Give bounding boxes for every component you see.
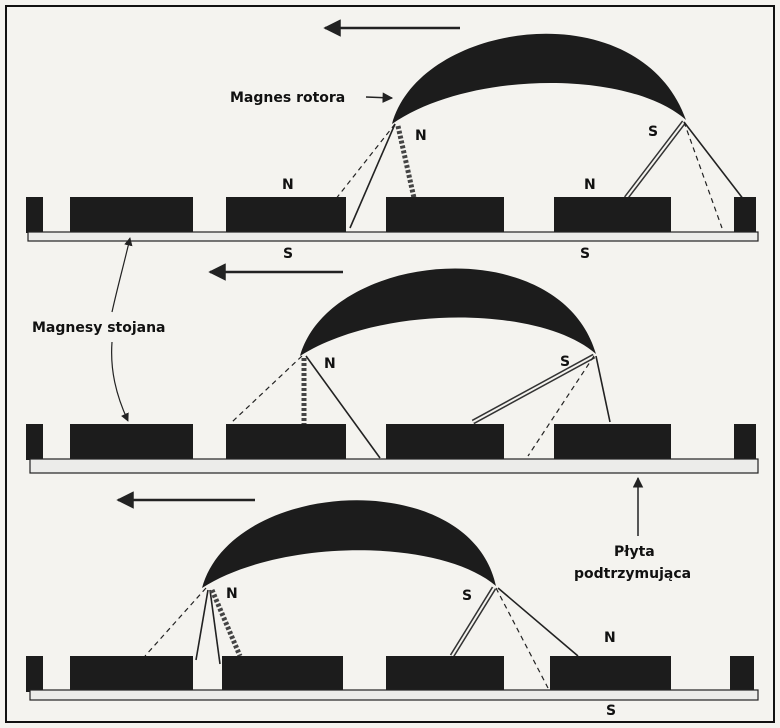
- stator-magnet: [386, 424, 504, 460]
- pole-n: N: [282, 177, 294, 193]
- rotor-magnet-label: Magnes rotora: [230, 90, 345, 106]
- field-line: [231, 355, 303, 423]
- pole-s: S: [283, 246, 293, 262]
- stator-magnet: [386, 197, 504, 233]
- stator-magnet: [550, 656, 671, 692]
- field-line: [195, 589, 209, 661]
- pole-n: N: [584, 177, 596, 193]
- panel-1: N S N N S S Magnes rotora: [26, 19, 759, 262]
- field-line: [334, 123, 396, 201]
- stator-magnet: [554, 197, 671, 233]
- pole-s: S: [580, 246, 590, 262]
- field-line: [625, 121, 685, 199]
- stator-magnet: [734, 424, 756, 460]
- field-line: [472, 355, 595, 423]
- pole-s: S: [560, 354, 570, 370]
- rotor-magnet-2: [300, 268, 596, 356]
- support-plate-label-line1: Płyta: [614, 544, 655, 560]
- pole-n: N: [324, 356, 336, 372]
- stator-label-pointer-up: [111, 237, 133, 313]
- pole-n: N: [415, 128, 427, 144]
- stator-magnet: [26, 197, 43, 233]
- pole-s: S: [648, 124, 658, 140]
- stator-magnet: [226, 424, 346, 460]
- rotor-magnet-3: [202, 500, 496, 588]
- stator-magnet: [26, 424, 43, 460]
- field-line: [497, 587, 579, 657]
- field-line: [349, 123, 396, 229]
- stator-magnet: [554, 424, 671, 460]
- rotor-label-pointer: [365, 92, 394, 103]
- stator-magnet: [70, 424, 193, 460]
- panel-3: N S N S Płyta podtrzymująca: [26, 476, 759, 719]
- stator-magnet: [70, 656, 193, 692]
- stator-magnet: [222, 656, 343, 692]
- field-line: [683, 121, 745, 201]
- support-plate: [29, 458, 759, 474]
- field-line: [451, 587, 495, 657]
- stator-magnet: [734, 197, 756, 233]
- frame-border: [5, 5, 775, 723]
- stator-magnets-label: Magnesy stojana: [32, 320, 166, 336]
- support-plate: [27, 231, 759, 242]
- stator-magnet: [70, 197, 193, 233]
- pole-s: S: [606, 703, 616, 719]
- support-plate: [29, 689, 759, 701]
- field-line: [305, 355, 381, 459]
- field-line: [209, 589, 221, 665]
- stator-magnet: [730, 656, 754, 692]
- field-line: [395, 125, 417, 199]
- field-line: [209, 589, 243, 657]
- field-line: [495, 587, 549, 689]
- pole-s: S: [462, 588, 472, 604]
- stator-magnet: [26, 656, 43, 692]
- stator-magnet: [226, 197, 346, 233]
- field-line: [683, 121, 723, 229]
- rotor-magnet-1: [392, 33, 686, 124]
- field-line: [595, 355, 611, 423]
- field-line: [527, 355, 595, 457]
- support-plate-label-line2: podtrzymująca: [574, 566, 691, 582]
- stator-label-pointer-down: [111, 341, 129, 422]
- stator-magnet: [386, 656, 504, 692]
- pole-n: N: [604, 630, 616, 646]
- field-line: [144, 587, 207, 657]
- panel-2: N S Magnesy stojana: [26, 237, 759, 474]
- pole-n: N: [226, 586, 238, 602]
